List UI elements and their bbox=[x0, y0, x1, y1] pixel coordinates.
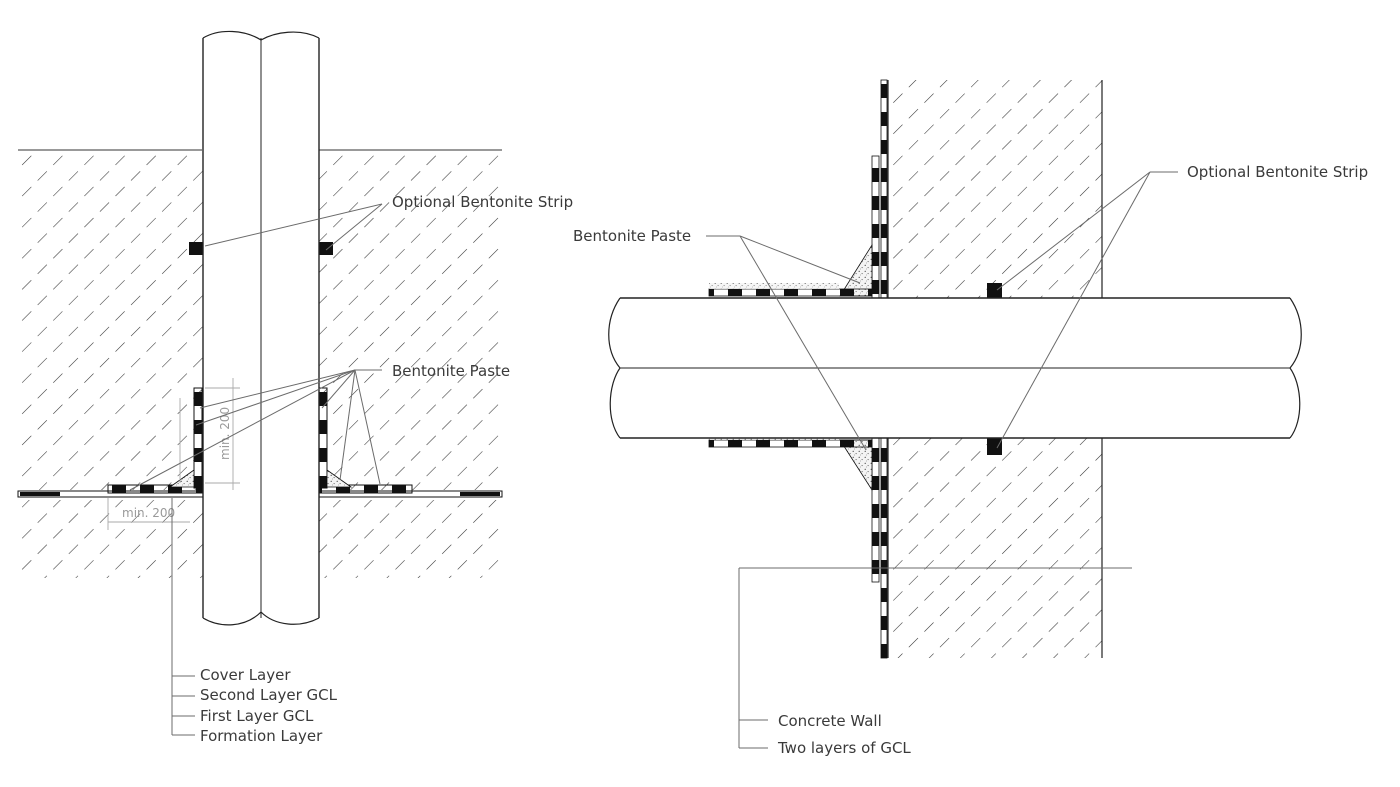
formation-layer-left bbox=[18, 500, 203, 578]
dim-vertical-label: min. 200 bbox=[218, 407, 232, 460]
label-optional-strip-right: Optional Bentonite Strip bbox=[1187, 163, 1368, 181]
gcl-collar-lower bbox=[708, 439, 873, 448]
label-bentonite-paste-left: Bentonite Paste bbox=[392, 362, 510, 380]
soil-upper-right bbox=[319, 150, 502, 490]
leaders-left bbox=[129, 203, 383, 736]
soil-upper-left bbox=[18, 150, 203, 490]
gcl-collar-upper bbox=[708, 288, 873, 297]
dim-horizontal-label: min. 200 bbox=[122, 506, 175, 520]
label-two-layers-gcl: Two layers of GCL bbox=[777, 739, 911, 757]
leaders-right bbox=[706, 171, 1178, 749]
gcl-collar-left bbox=[193, 387, 203, 489]
concrete-wall-upper bbox=[888, 80, 1102, 298]
gcl-wall-upper bbox=[880, 79, 888, 299]
label-bentonite-paste-right: Bentonite Paste bbox=[573, 227, 691, 245]
horizontal-pipe bbox=[608, 297, 1302, 439]
paste-fillet-lower bbox=[839, 439, 873, 492]
label-concrete-wall: Concrete Wall bbox=[778, 712, 882, 730]
bentonite-strip-right-b bbox=[987, 438, 1002, 455]
gcl-wall-lower bbox=[880, 437, 888, 659]
dimension-marks: min. 200 min. 200 bbox=[107, 378, 240, 530]
vertical-pipe bbox=[202, 30, 320, 626]
bentonite-strip-left-b bbox=[319, 242, 333, 255]
concrete-wall-lower bbox=[888, 438, 1102, 658]
legend-first-layer-gcl: First Layer GCL bbox=[200, 707, 314, 725]
legend-second-layer-gcl: Second Layer GCL bbox=[200, 686, 338, 704]
legend-cover-layer: Cover Layer bbox=[200, 666, 291, 684]
paste-fillet-upper bbox=[839, 243, 873, 297]
legend-formation-layer: Formation Layer bbox=[200, 727, 323, 745]
bentonite-strip-right-a bbox=[987, 283, 1002, 299]
formation-layer-right bbox=[319, 500, 502, 578]
left-detail: min. 200 min. 200 Optional Bentonite Str… bbox=[17, 30, 573, 745]
right-detail: Bentonite Paste Optional Bentonite Strip… bbox=[573, 79, 1368, 757]
label-optional-strip-left: Optional Bentonite Strip bbox=[392, 193, 573, 211]
bentonite-strip-left-a bbox=[189, 242, 203, 255]
